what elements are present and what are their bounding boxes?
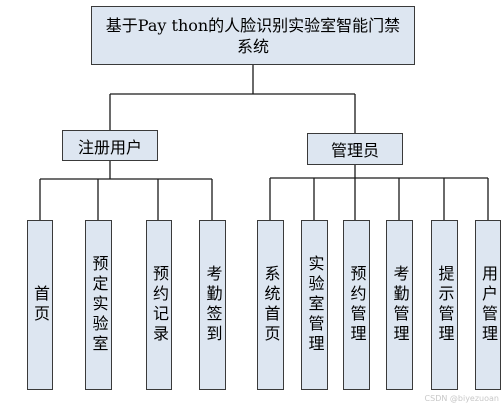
leaf-label: 考勤签到 xyxy=(203,265,223,345)
root-title-line2: 系统 xyxy=(236,36,269,56)
leaf-user-booking-records: 预约记录 xyxy=(146,220,172,390)
user-branch-label: 注册用户 xyxy=(77,137,142,157)
leaf-admin-user-management: 用户管理 xyxy=(475,220,501,390)
leaf-label: 预约管理 xyxy=(347,265,367,345)
leaf-label: 首页 xyxy=(31,285,50,325)
leaf-label: 提示管理 xyxy=(435,265,455,345)
leaf-user-book-lab: 预定实验室 xyxy=(85,220,112,390)
root-node: 基于Pay thon的人脸识别实验室智能门禁 系统 xyxy=(91,6,415,65)
leaf-label: 系统首页 xyxy=(261,265,281,345)
watermark: CSDN @biyezuoan xyxy=(424,394,499,403)
leaf-admin-booking-management: 预约管理 xyxy=(343,220,370,390)
leaf-label: 预约记录 xyxy=(150,265,169,345)
root-title-line1: 基于Pay thon的人脸识别实验室智能门禁 xyxy=(105,15,401,35)
leaf-user-home: 首页 xyxy=(27,220,53,390)
leaf-admin-notice-management: 提示管理 xyxy=(431,220,458,390)
leaf-label: 用户管理 xyxy=(479,265,498,345)
leaf-admin-lab-management: 实验室管理 xyxy=(301,220,328,390)
leaf-label: 实验室管理 xyxy=(305,255,325,355)
leaf-admin-attendance-management: 考勤管理 xyxy=(386,220,413,390)
leaf-user-attendance: 考勤签到 xyxy=(199,220,226,390)
leaf-label: 考勤管理 xyxy=(390,265,410,345)
user-branch-node: 注册用户 xyxy=(62,130,158,161)
admin-branch-node: 管理员 xyxy=(307,133,403,165)
leaf-admin-home: 系统首页 xyxy=(257,220,284,390)
leaf-label: 预定实验室 xyxy=(89,255,109,355)
admin-branch-label: 管理员 xyxy=(330,141,379,160)
